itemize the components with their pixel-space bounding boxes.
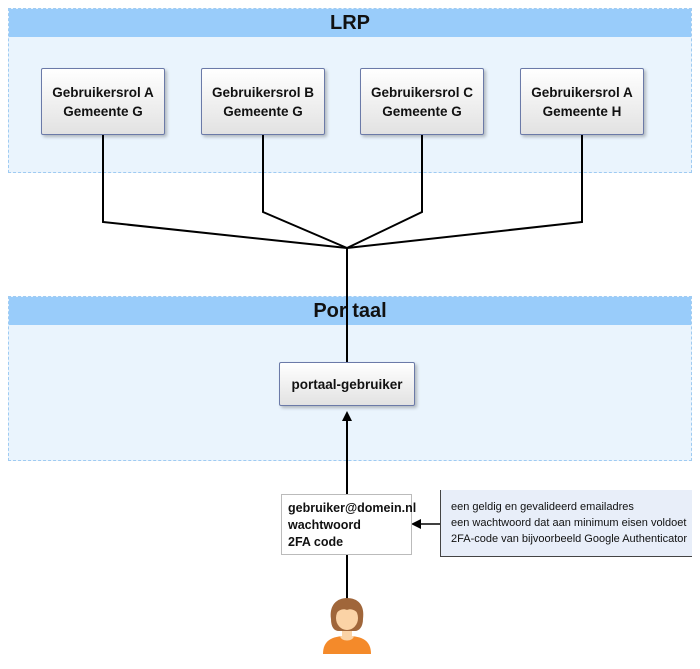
role-label: Gebruikersrol B — [211, 84, 315, 100]
role-node-c-gemeente-g: Gebruikersrol C Gemeente G — [360, 68, 484, 135]
connector-role-4 — [346, 135, 583, 249]
credential-2fa: 2FA code — [288, 535, 344, 549]
municipality-label: Gemeente G — [63, 103, 143, 119]
connector-role-2 — [262, 135, 348, 249]
connector-role-3 — [346, 135, 423, 249]
person-icon — [323, 598, 371, 654]
credential-email: gebruiker@domein.nl — [288, 501, 417, 515]
role-node-a-gemeente-g: Gebruikersrol A Gemeente G — [41, 68, 165, 135]
note-line-password: een wachtwoord dat aan minimum eisen vol… — [451, 517, 687, 529]
credential-password: wachtwoord — [288, 518, 361, 532]
credentials-box: gebruiker@domein.nl wachtwoord 2FA code — [281, 494, 417, 555]
role-node-a-gemeente-h: Gebruikersrol A Gemeente H — [520, 68, 644, 135]
municipality-label: Gemeente G — [223, 103, 303, 119]
note-line-email: een geldig en gevalideerd emailadres — [451, 501, 634, 513]
role-node-b-gemeente-g: Gebruikersrol B Gemeente G — [201, 68, 325, 135]
municipality-label: Gemeente H — [542, 103, 622, 119]
portaal-title: Por taal — [9, 297, 691, 325]
portaal-gebruiker-node: portaal-gebruiker — [279, 362, 415, 406]
note-line-2fa: 2FA-code van bijvoorbeeld Google Authent… — [451, 533, 688, 545]
requirements-note: een geldig en gevalideerd emailadres een… — [440, 490, 692, 557]
municipality-label: Gemeente G — [382, 103, 462, 119]
connector-role-1 — [102, 135, 348, 249]
portaal-region: Por taal — [8, 296, 692, 461]
role-label: Gebruikersrol A — [52, 84, 154, 100]
lrp-title: LRP — [9, 9, 691, 37]
portaal-gebruiker-label: portaal-gebruiker — [291, 376, 403, 392]
role-label: Gebruikersrol A — [531, 84, 633, 100]
role-label: Gebruikersrol C — [370, 84, 474, 100]
